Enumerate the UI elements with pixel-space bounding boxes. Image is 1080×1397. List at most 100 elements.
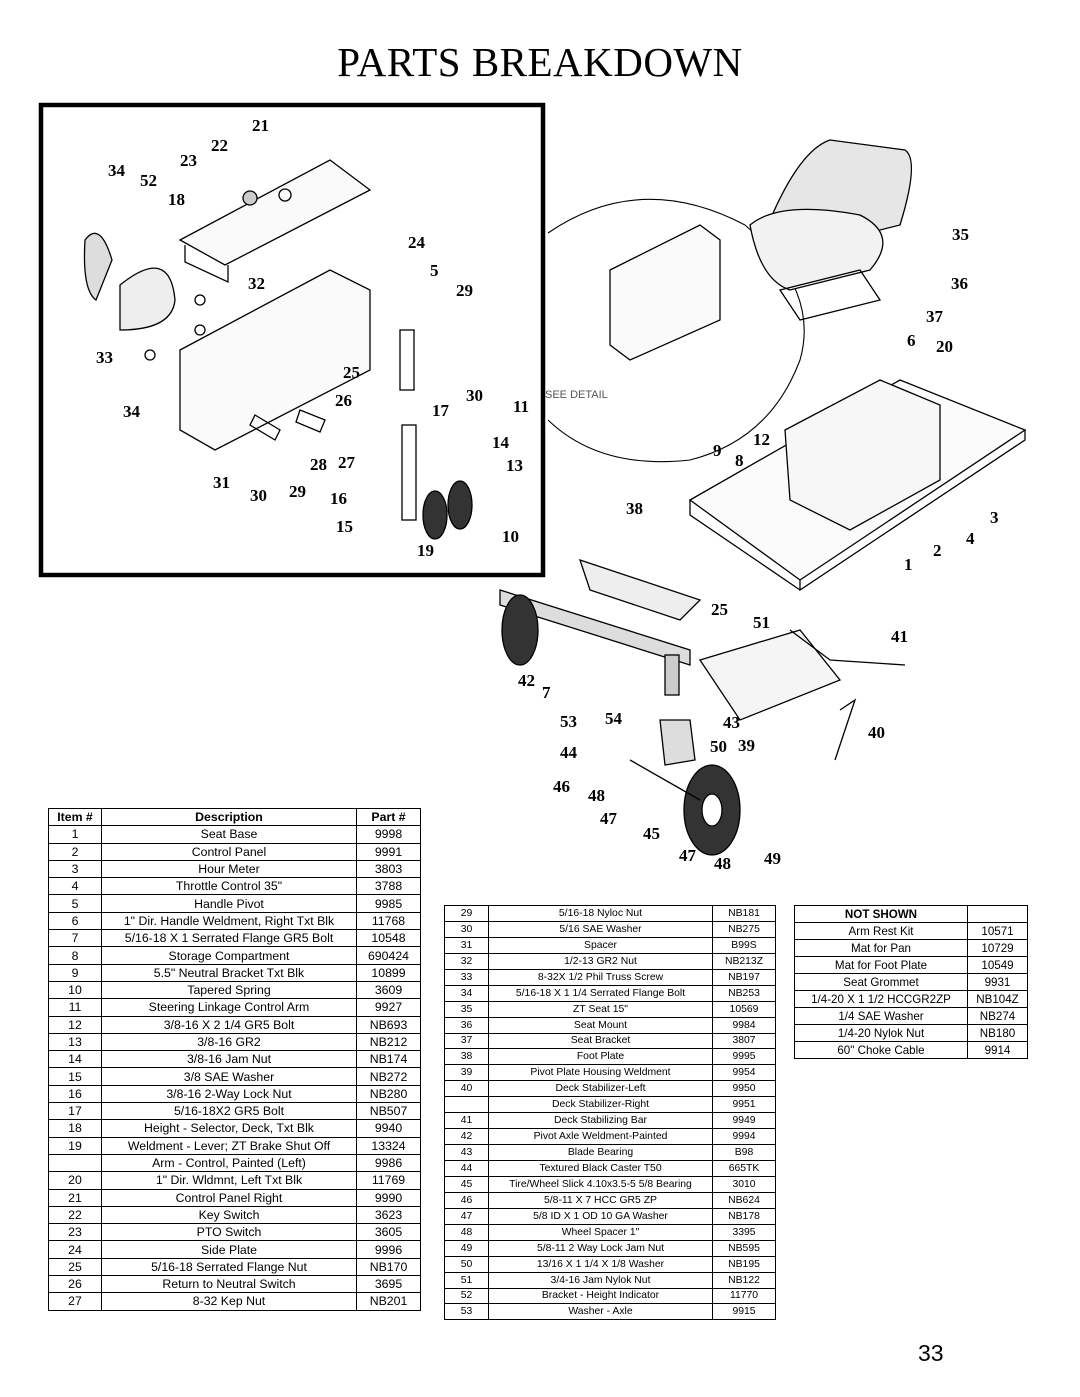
table-cell: 1: [48, 825, 102, 844]
callout-number: 35: [952, 225, 969, 244]
table-cell: 690424: [356, 946, 421, 965]
table-cell: 11768: [356, 911, 421, 931]
table-cell: 46: [444, 1191, 489, 1209]
table-cell: 9991: [356, 842, 421, 861]
table-cell: Tire/Wheel Slick 4.10x3.5-5 5/8 Bearing: [488, 1175, 713, 1193]
callout-number: 44: [560, 743, 578, 762]
table-cell: 10729: [967, 939, 1028, 957]
callout-number: 25: [343, 363, 360, 382]
table-header-row: Item # Description Part #: [48, 807, 421, 827]
table-cell: 26: [48, 1275, 102, 1294]
table-cell: Control Panel Right: [101, 1188, 357, 1207]
table-cell: 10899: [356, 963, 421, 982]
table-cell: Seat Mount: [488, 1016, 713, 1034]
table-cell: 9940: [356, 1119, 421, 1138]
table-cell: NB693: [356, 1015, 421, 1034]
callout-number: 34: [108, 161, 126, 180]
table-cell: 9950: [712, 1080, 776, 1098]
callout-number: 28: [310, 455, 327, 474]
table-cell: 47: [444, 1207, 489, 1225]
table-cell: NB195: [712, 1255, 776, 1273]
table-cell: B99S: [712, 936, 776, 954]
detail-callouts: 21 22 23 34 52 18 24 5 29 32 33 25 26 17…: [96, 116, 529, 560]
table-cell: 8-32X 1/2 Phil Truss Screw: [488, 968, 713, 986]
table-cell: NB213Z: [712, 952, 776, 970]
table-cell: Arm Rest Kit: [794, 922, 968, 940]
table-cell: Pivot Axle Weldment-Painted: [488, 1128, 713, 1146]
table-cell: 3: [48, 859, 102, 879]
callout-number: 2: [933, 541, 942, 560]
table-cell: 3/8-16 GR2: [101, 1032, 357, 1052]
table-cell: 9985: [356, 894, 421, 913]
table-cell: 25: [48, 1257, 102, 1277]
table-cell: 5/16-18 Serrated Flange Nut: [101, 1257, 357, 1277]
table-cell: 10548: [356, 929, 421, 948]
table-cell: 9990: [356, 1188, 421, 1207]
table-row: Arm - Control, Painted (Left)9986: [48, 1153, 421, 1173]
table-cell: 9927: [356, 998, 421, 1017]
table-cell: 5/16-18X2 GR5 Bolt: [101, 1102, 357, 1121]
table-cell: Deck Stabilizer-Left: [488, 1080, 713, 1098]
table-cell: 3/8-16 X 2 1/4 GR5 Bolt: [101, 1015, 357, 1034]
not-shown-header-blank: [967, 905, 1028, 923]
callout-number: 17: [432, 401, 450, 420]
detail-circle: [547, 198, 805, 463]
table-cell: 36: [444, 1016, 489, 1034]
table-cell: 5/16 SAE Washer: [488, 920, 713, 938]
callout-number: 27: [338, 453, 356, 472]
table-cell: 3609: [356, 980, 421, 1000]
callout-number: 3: [990, 508, 999, 527]
table-cell: 37: [444, 1032, 489, 1050]
table-cell: 9949: [712, 1112, 776, 1130]
table-cell: Mat for Pan: [794, 939, 968, 957]
table-cell: 29: [444, 905, 489, 922]
table-cell: 5/8 ID X 1 OD 10 GA Washer: [488, 1207, 713, 1225]
table-cell: 2: [48, 842, 102, 861]
table-cell: NB272: [356, 1067, 421, 1086]
callout-number: 21: [252, 116, 269, 135]
callout-number: 1: [904, 555, 913, 574]
table-cell: 9951: [712, 1096, 776, 1114]
table-cell: 1/4 SAE Washer: [794, 1007, 968, 1025]
callout-number: 52: [140, 171, 157, 190]
table-cell: 1/4-20 Nylok Nut: [794, 1024, 968, 1042]
callout-number: 51: [753, 613, 770, 632]
callout-number: 36: [951, 274, 968, 293]
table-cell: NB624: [712, 1191, 776, 1209]
callout-number: 46: [553, 777, 570, 796]
table-cell: 48: [444, 1223, 489, 1241]
table-header-row: NOT SHOWN: [794, 905, 1028, 923]
table-cell: 15: [48, 1067, 102, 1086]
table-cell: 9931: [967, 973, 1028, 991]
callout-number: 7: [542, 683, 551, 702]
callout-number: 4: [966, 529, 975, 548]
table-cell: NB253: [712, 984, 776, 1002]
table-cell: 5/16-18 X 1 Serrated Flange GR5 Bolt: [101, 929, 357, 948]
table-cell: 1/2-13 GR2 Nut: [488, 952, 713, 970]
callout-number: 26: [335, 391, 352, 410]
